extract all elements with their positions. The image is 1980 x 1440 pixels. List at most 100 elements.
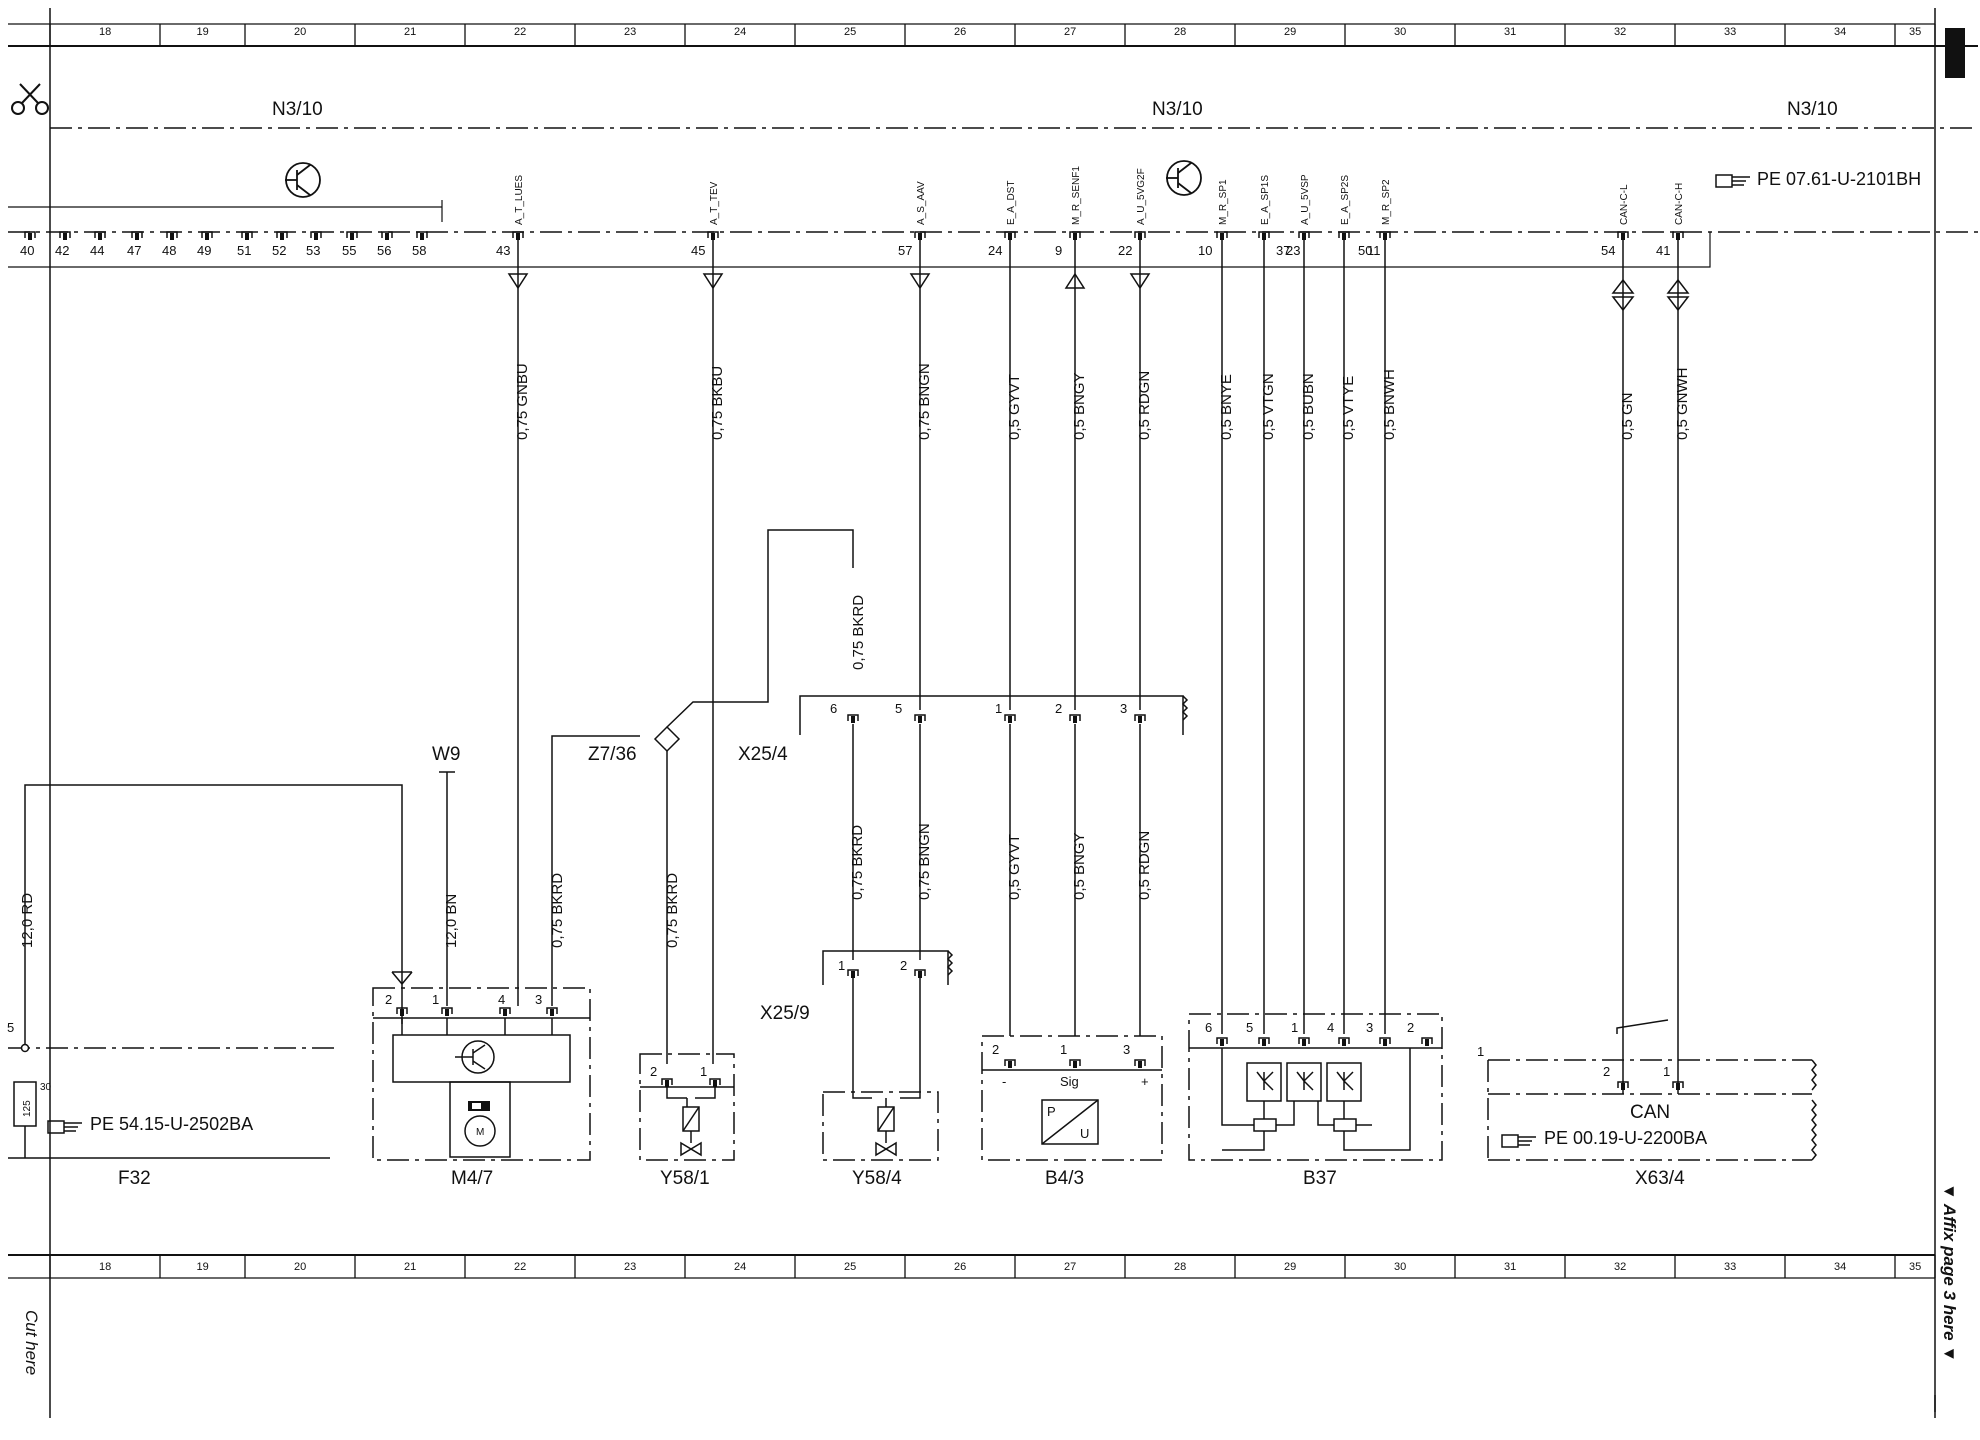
unused-pin: [381, 231, 393, 240]
fuse-f32: [8, 784, 403, 1159]
b4-3-plus: +: [1141, 1074, 1149, 1089]
x25-4-name: X25/4: [738, 744, 788, 765]
module-pin-signal: E_A_DST: [1006, 181, 1017, 225]
unused-pin: [346, 231, 358, 240]
module-pin-number: 11: [1367, 243, 1381, 258]
b4-3-pin-number: 2: [992, 1042, 999, 1057]
transistor-icon: [285, 162, 321, 198]
x25-4-pin: [1004, 714, 1016, 723]
b37-pin: [1338, 1037, 1350, 1046]
module-pin: [1379, 231, 1391, 240]
b4-3-pin: [1069, 1059, 1081, 1068]
y58-1-pin: [709, 1078, 721, 1087]
x63-4-pin-number: 1: [1663, 1064, 1670, 1079]
unused-pin: [131, 231, 143, 240]
ruler-bottom-column-number: 32: [1614, 1261, 1626, 1273]
x63-4-pin-number: 2: [1603, 1064, 1610, 1079]
y58-4-name: Y58/4: [852, 1168, 902, 1189]
b4-3-pin: [1004, 1059, 1016, 1068]
affix-note: ▼ Affix page 3 here ▼: [1940, 1183, 1959, 1362]
module-wire-label: 0,5 RDGN: [1136, 371, 1153, 440]
unused-pin: [241, 231, 253, 240]
b37-pin-number: 5: [1246, 1020, 1253, 1035]
ruler-bottom-column-number: 28: [1174, 1261, 1186, 1273]
module-wire-label: 0,5 GYVT: [1006, 374, 1023, 440]
unused-pin-number: 48: [162, 243, 176, 258]
m4-7-motor-letter: M: [476, 1127, 484, 1138]
x63-4-bus: CAN: [1630, 1102, 1670, 1123]
f32-node-label: 5: [7, 1020, 14, 1035]
f32-reference[interactable]: PE 54.15-U-2502BA: [90, 1114, 253, 1134]
module-pin: [512, 231, 524, 240]
corner-marker: [1945, 28, 1965, 78]
module-pin-number: 22: [1118, 243, 1132, 258]
module-name-left: N3/10: [272, 99, 323, 120]
b4-3-pin-number: 3: [1123, 1042, 1130, 1057]
m4-7-pin-number: 2: [385, 992, 392, 1007]
module-pin-signal: A_T_LUES: [514, 175, 525, 225]
unused-pin: [24, 231, 36, 240]
ruler-top-column-number: 33: [1724, 26, 1736, 38]
splice-wire: [551, 735, 640, 1006]
module-pin: [914, 231, 926, 240]
splice-node: [20, 1043, 30, 1053]
unused-pin-number: 52: [272, 243, 286, 258]
b4-3-pin-number: 1: [1060, 1042, 1067, 1057]
b4-3-minus: -: [1002, 1074, 1006, 1089]
m4-7-splice-wire-label: 0,75 BKRD: [549, 873, 566, 948]
unused-pin-number: 47: [127, 243, 141, 258]
b37-pin-number: 2: [1407, 1020, 1414, 1035]
b4-3-symbol-u: U: [1080, 1126, 1089, 1141]
ruler-top-column-number: 22: [514, 26, 526, 38]
unused-pin-number: 53: [306, 243, 320, 258]
y58-1-pin-number: 2: [650, 1064, 657, 1079]
module-pin-signal: M_R_SP2: [1381, 179, 1392, 225]
module-pin: [1004, 231, 1016, 240]
module-reference[interactable]: PE 07.61-U-2101BH: [1757, 169, 1921, 189]
module-wire-label: 0,75 GNBU: [514, 363, 531, 440]
ruler-bottom-column-number: 21: [404, 1261, 416, 1273]
module-pin-signal: M_R_SP1: [1218, 179, 1229, 225]
hand-pointer-icon: [47, 1120, 82, 1134]
module-name-right: N3/10: [1787, 99, 1838, 120]
unused-pin: [166, 231, 178, 240]
module-wire-label: 0,5 VTYE: [1340, 376, 1357, 440]
w9-wire-label: 12,0 BN: [443, 894, 460, 948]
x25-4-pin-number: 3: [1120, 701, 1127, 716]
module-pin: [1338, 231, 1350, 240]
x25-9-name: X25/9: [760, 1003, 810, 1024]
x25-9-pin-number: 1: [838, 958, 845, 973]
module-name-mid: N3/10: [1152, 99, 1203, 120]
ruler-top-column-number: 34: [1834, 26, 1846, 38]
ruler-top-column-number: 29: [1284, 26, 1296, 38]
ruler-bottom-column-number: 18: [99, 1261, 111, 1273]
pin-row-base: [8, 232, 1711, 268]
f32-fuse-label: 125: [22, 1100, 33, 1117]
m4-7-pin-number: 4: [498, 992, 505, 1007]
module-pin-signal: A_U_5VG2F: [1136, 168, 1147, 225]
ruler-top-column-number: 35: [1909, 26, 1921, 38]
unused-pin-number: 51: [237, 243, 251, 258]
b4-3-pin: [1134, 1059, 1146, 1068]
y58-1-pin-number: 1: [700, 1064, 707, 1079]
unused-pin: [94, 231, 106, 240]
module-wire-label: 0,75 BKBU: [709, 366, 726, 440]
module-pin-number: 24: [988, 243, 1002, 258]
module-pin-number: 23: [1286, 243, 1300, 258]
unused-pin-number: 49: [197, 243, 211, 258]
module-pin: [1258, 231, 1270, 240]
ruler-top-column-number: 28: [1174, 26, 1186, 38]
m4-7-pin: [546, 1007, 558, 1016]
unused-pin-number: 40: [20, 243, 34, 258]
transistor-icon: [1166, 160, 1202, 196]
sensor-b37: [1188, 1013, 1443, 1161]
x63-4-reference[interactable]: PE 00.19-U-2200BA: [1544, 1128, 1707, 1148]
x25-4-pin: [914, 714, 926, 723]
motor-m4-7: [372, 971, 591, 1161]
module-wire-label: 0,5 BNGY: [1071, 372, 1088, 440]
b37-pin-number: 1: [1291, 1020, 1298, 1035]
ruler-top-column-number: 18: [99, 26, 111, 38]
